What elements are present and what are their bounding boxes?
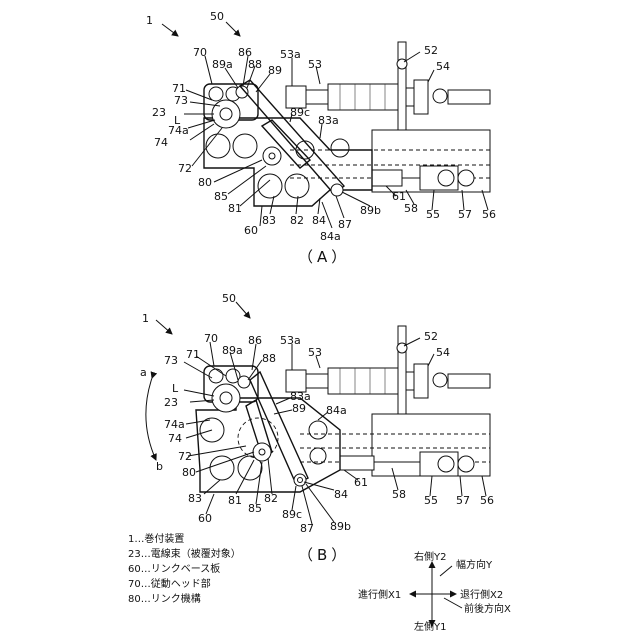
label-85: 85: [248, 502, 262, 515]
label-84a: 84a: [326, 404, 347, 417]
driven-head-a: [204, 84, 258, 128]
label-89c: 89c: [290, 106, 310, 119]
label-52: 52: [424, 330, 438, 343]
axis-forward-x1: 進行側X1: [358, 588, 401, 601]
label-82: 82: [290, 214, 304, 227]
label-84: 84: [334, 488, 348, 501]
axis-backward-x2: 退行側X2: [460, 588, 503, 601]
label-50: 50: [222, 292, 236, 305]
label-84: 84: [312, 214, 326, 227]
label-b: b: [156, 460, 163, 473]
legend-item: 70…従動ヘッド部: [128, 577, 211, 590]
label-89b: 89b: [360, 204, 381, 217]
label-57: 57: [458, 208, 472, 221]
label-71: 71: [186, 348, 200, 361]
legend-item: 1…巻付装置: [128, 532, 184, 545]
caption-a: （A）: [298, 248, 350, 266]
label-88: 88: [248, 58, 262, 71]
label-58: 58: [392, 488, 406, 501]
label-55: 55: [426, 208, 440, 221]
label-81: 81: [228, 202, 242, 215]
label-57: 57: [456, 494, 470, 507]
label-84a: 84a: [320, 230, 341, 243]
label-60: 60: [244, 224, 258, 237]
legend: 1…巻付装置 23…電線束（被覆対象） 60…リンクベース板 70…従動ヘッド部…: [128, 532, 241, 605]
label-73: 73: [174, 94, 188, 107]
label-80: 80: [182, 466, 196, 479]
label-83a: 83a: [318, 114, 339, 127]
label-72: 72: [178, 162, 192, 175]
label-58: 58: [404, 202, 418, 215]
label-89a: 89a: [222, 344, 243, 357]
axis-front-back-x: 前後方向X: [464, 602, 511, 615]
label-53: 53: [308, 58, 322, 71]
label-53a: 53a: [280, 48, 301, 61]
legend-item: 80…リンク機構: [128, 592, 201, 605]
label-81: 81: [228, 494, 242, 507]
label-87: 87: [300, 522, 314, 535]
label-23: 23: [164, 396, 178, 409]
legend-item: 23…電線束（被覆対象）: [128, 547, 241, 560]
label-80: 80: [198, 176, 212, 189]
label-56: 56: [482, 208, 496, 221]
lower-rail-b: [300, 414, 490, 476]
label-70: 70: [204, 332, 218, 345]
label-a: a: [140, 366, 147, 379]
label-53a: 53a: [280, 334, 301, 347]
label-73: 73: [164, 354, 178, 367]
caption-b: （B）: [298, 546, 350, 564]
label-89c: 89c: [282, 508, 302, 521]
label-55: 55: [424, 494, 438, 507]
label-89: 89: [292, 402, 306, 415]
label-56: 56: [480, 494, 494, 507]
label-74a: 74a: [164, 418, 185, 431]
label-70: 70: [193, 46, 207, 59]
label-device: 1: [142, 312, 149, 325]
driven-head-b: [204, 366, 258, 412]
label-83: 83: [262, 214, 276, 227]
label-82: 82: [264, 492, 278, 505]
label-54: 54: [436, 60, 450, 73]
label-74: 74: [168, 432, 182, 445]
direction-axes: 右側Y2 幅方向Y 進行側X1 退行側X2 前後方向X 左側Y1: [358, 550, 511, 633]
label-86: 86: [248, 334, 262, 347]
label-23: 23: [152, 106, 166, 119]
label-74: 74: [154, 136, 168, 149]
axis-width-y: 幅方向Y: [456, 558, 493, 571]
legend-item: 60…リンクベース板: [128, 562, 220, 575]
label-83: 83: [188, 492, 202, 505]
axis-left-y1: 左側Y1: [414, 620, 446, 633]
label-61: 61: [354, 476, 368, 489]
label-L: L: [172, 382, 179, 395]
rotation-arrow: [146, 378, 156, 460]
label-89b: 89b: [330, 520, 351, 533]
label-89a: 89a: [212, 58, 233, 71]
label-53: 53: [308, 346, 322, 359]
label-88: 88: [262, 352, 276, 365]
label-52: 52: [424, 44, 438, 57]
axis-right-y2: 右側Y2: [414, 550, 446, 563]
label-device: 1: [146, 14, 153, 27]
label-89: 89: [268, 64, 282, 77]
label-72: 72: [178, 450, 192, 463]
label-60: 60: [198, 512, 212, 525]
label-85: 85: [214, 190, 228, 203]
label-50: 50: [210, 10, 224, 23]
label-54: 54: [436, 346, 450, 359]
label-74a: 74a: [168, 124, 189, 137]
